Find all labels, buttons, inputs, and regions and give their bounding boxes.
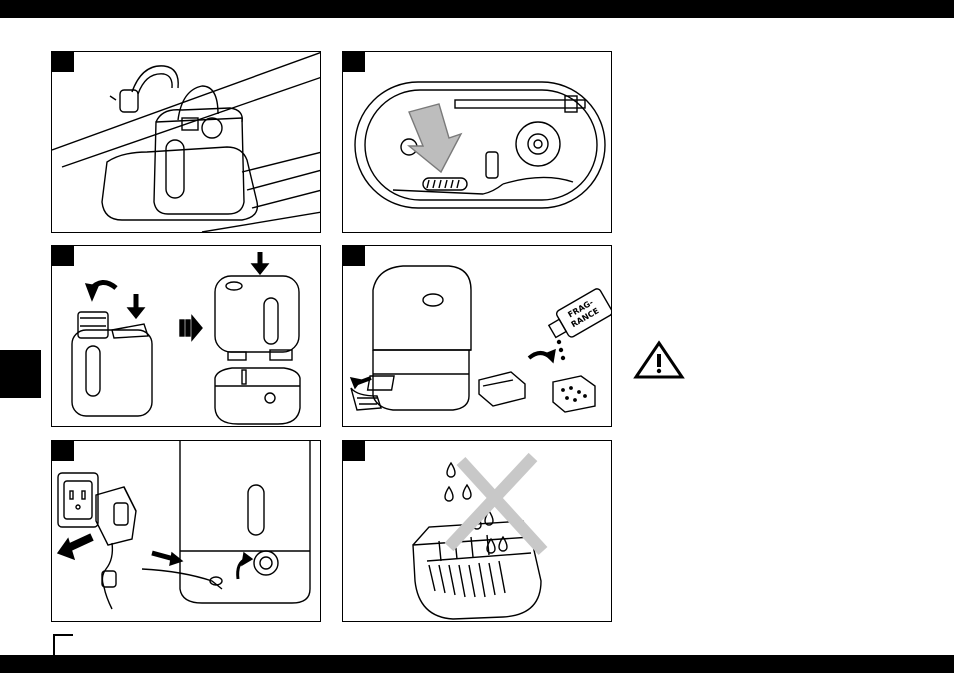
panel-do-not-wet bbox=[342, 440, 612, 622]
page-corner-mark bbox=[53, 634, 73, 655]
warning-triangle-icon bbox=[633, 340, 685, 380]
illustration-fragrance-pad: FRAG- RANCE bbox=[343, 246, 612, 427]
illustration-base-top-view bbox=[343, 52, 612, 233]
panel-fragrance-pad: FRAG- RANCE bbox=[342, 245, 612, 427]
panel-assemble-tank bbox=[51, 245, 321, 427]
illustration-fill-tank bbox=[52, 52, 321, 233]
chapter-tab bbox=[0, 350, 41, 398]
top-black-bar bbox=[0, 0, 954, 18]
panel-base-top-view bbox=[342, 51, 612, 233]
illustration-assemble-tank bbox=[52, 246, 321, 427]
illustration-do-not-wet bbox=[343, 441, 612, 622]
panel-fill-tank bbox=[51, 51, 321, 233]
bottom-black-bar bbox=[0, 655, 954, 673]
panel-plug-in-adapter bbox=[51, 440, 321, 622]
illustration-plug-in-adapter bbox=[52, 441, 321, 622]
